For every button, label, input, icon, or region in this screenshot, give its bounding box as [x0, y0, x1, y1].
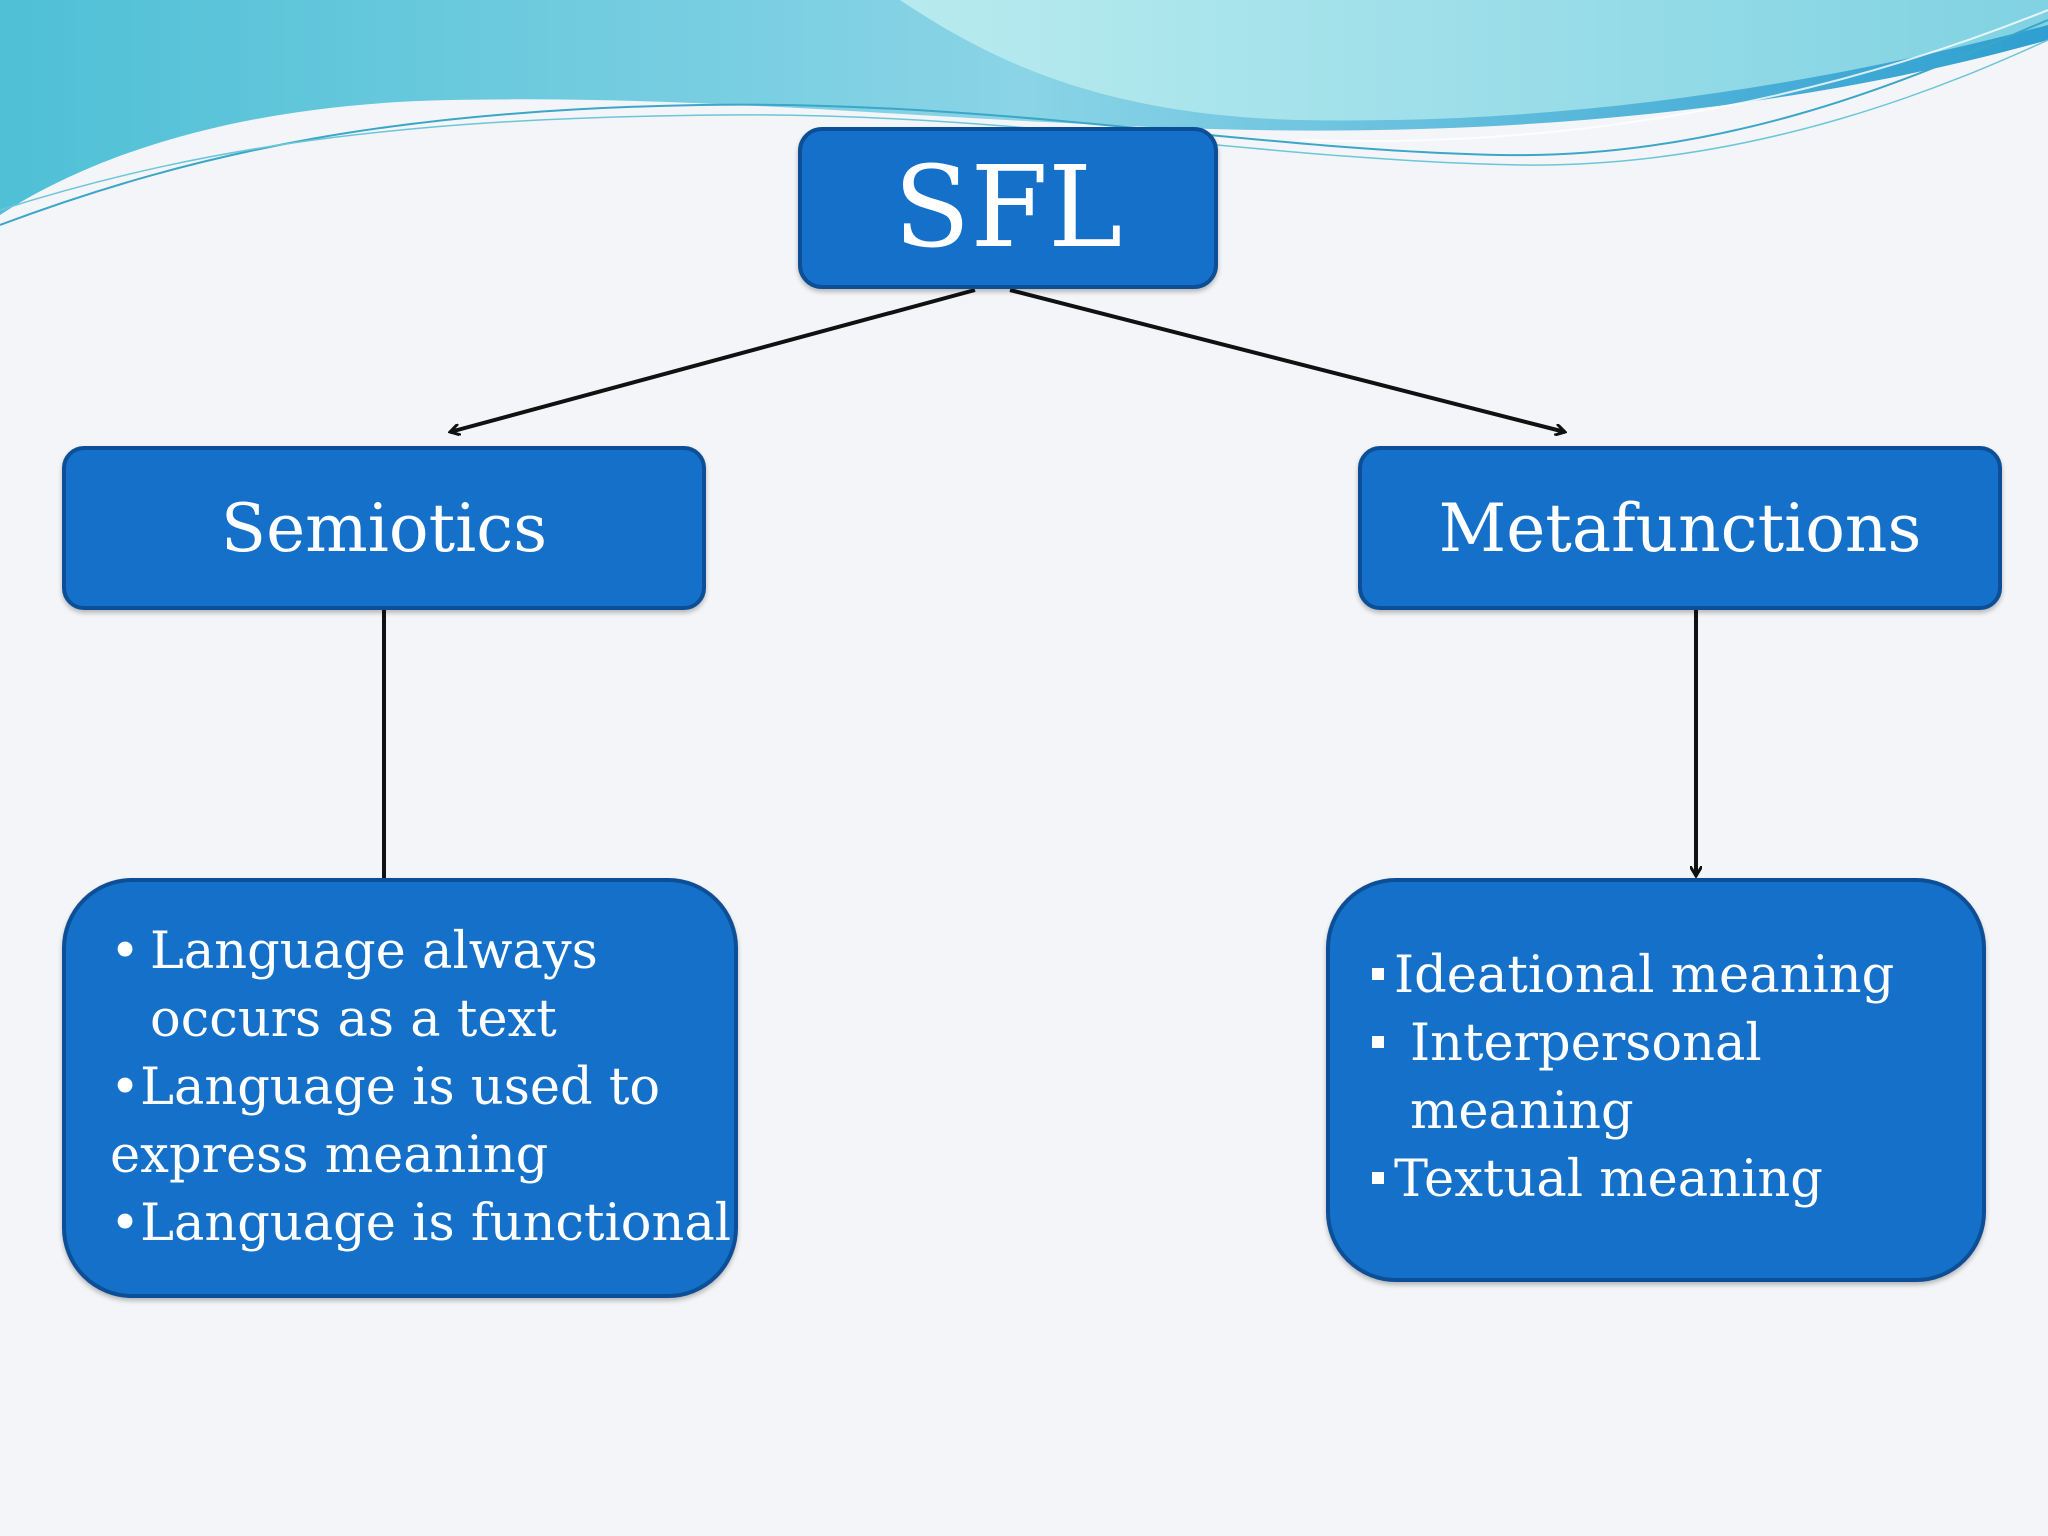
semiotics-details-box: • Language always occurs as a text •Lang… [62, 878, 738, 1298]
semiotics-detail-item: •Language is used to express meaning [110, 1054, 734, 1190]
arrow-sfl-to-metafunctions [1009, 288, 1565, 432]
metafunction-detail-item: Ideational meaning [1372, 942, 1982, 1010]
semiotics-node-label: Semiotics [220, 489, 548, 567]
semiotics-detail-text: Language always [150, 922, 598, 981]
semiotics-detail-continuation: occurs as a text [150, 990, 557, 1049]
metafunction-detail-continuation: meaning [1410, 1082, 1634, 1141]
bullet-marker: • [110, 1058, 141, 1117]
metafunction-detail-text: Interpersonal [1410, 1014, 1762, 1073]
metafunction-detail-text: Ideational meaning [1394, 946, 1895, 1005]
metafunction-detail-item: Textual meaning [1372, 1146, 1982, 1214]
decorative-wave-header [0, 0, 2048, 226]
root-node-box: SFL [798, 127, 1218, 289]
metafunction-detail-text: Textual meaning [1394, 1150, 1823, 1209]
square-bullet-icon [1372, 1172, 1384, 1184]
square-bullet-icon [1372, 1036, 1384, 1048]
semiotics-detail-text: Language is functional [140, 1194, 732, 1253]
metafunctions-details-box: Ideational meaning Interpersonal meaning… [1326, 878, 1986, 1282]
arrow-sfl-to-semiotics [450, 288, 976, 432]
metafunctions-node-label: Metafunctions [1438, 489, 1922, 567]
square-bullet-icon [1372, 968, 1384, 980]
bullet-marker: • [110, 922, 141, 981]
metafunction-detail-item: Interpersonal meaning [1372, 1010, 1982, 1146]
metafunctions-node-box: Metafunctions [1358, 446, 2002, 610]
bullet-marker: • [110, 1194, 141, 1253]
semiotics-detail-continuation: express meaning [110, 1126, 549, 1185]
root-node-label: SFL [893, 143, 1123, 273]
semiotics-detail-text: Language is used to [140, 1058, 661, 1117]
semiotics-detail-item: •Language is functional [110, 1190, 734, 1258]
semiotics-detail-item: • Language always occurs as a text [110, 918, 734, 1054]
semiotics-node-box: Semiotics [62, 446, 706, 610]
